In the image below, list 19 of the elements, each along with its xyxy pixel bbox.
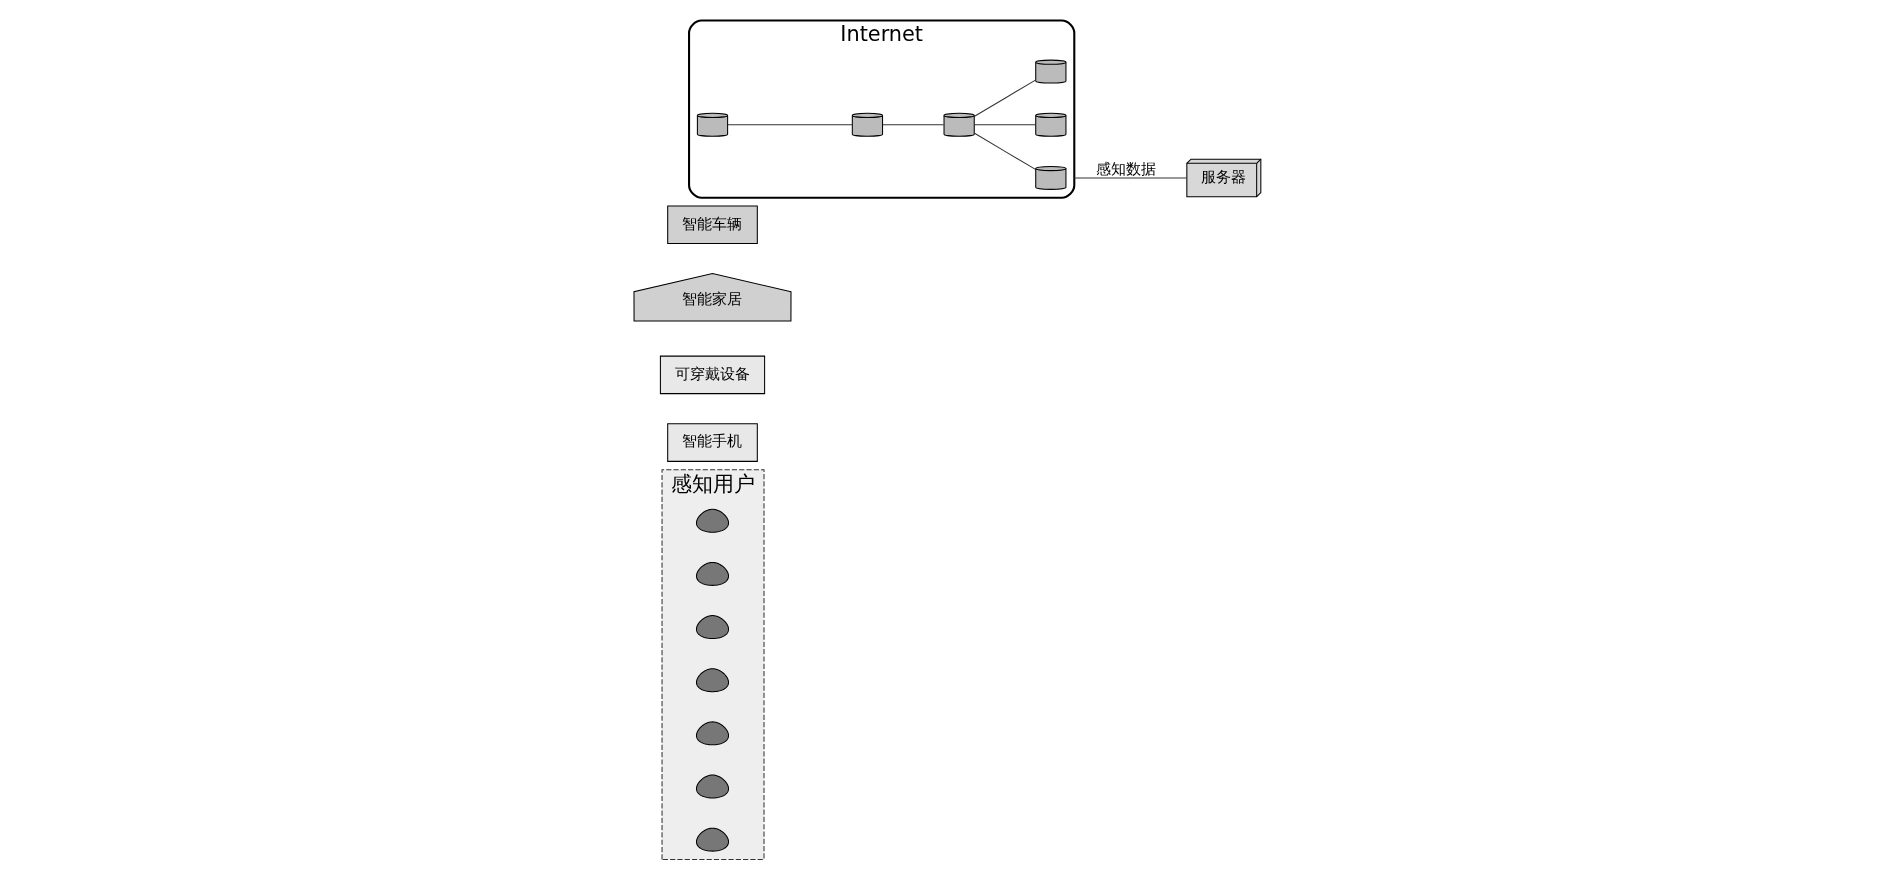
connector [974,132,1036,170]
cluster: Internet [688,19,1076,199]
node-box: 可穿戴设备 [659,355,766,395]
cluster: 感知用户 [661,469,765,860]
connector [974,124,1036,126]
node-box: 智能车辆 [667,205,758,245]
node-person [695,721,730,746]
edge-label: 感知数据 [1096,159,1157,177]
node-person [695,668,730,693]
connector [882,124,945,126]
connector [1073,177,1188,179]
node-person [695,508,730,533]
node-person [695,774,730,799]
node-person [695,827,730,852]
connector [974,79,1036,117]
node-person [695,615,730,640]
connector [727,124,853,126]
node-person [695,561,730,586]
node-box: 智能手机 [667,423,758,462]
